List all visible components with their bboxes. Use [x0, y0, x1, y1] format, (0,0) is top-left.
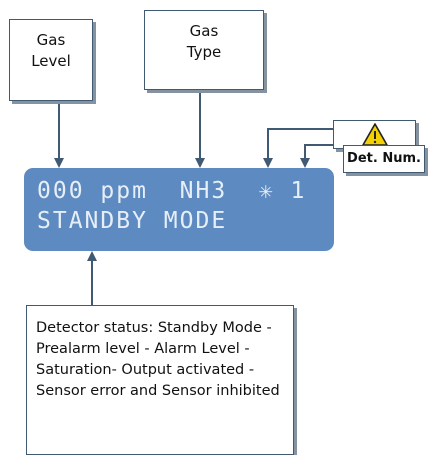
status-line-1: Detector status: Standby Mode -: [36, 320, 272, 336]
lcd-display: 000 ppm NH3 ✳ 1 STANDBY MODE: [24, 168, 334, 251]
status-line-2: Prealarm level - Alarm Level -: [36, 341, 250, 357]
status-line-4: Sensor error and Sensor inhibited: [36, 383, 280, 399]
det-num-arrow: [300, 144, 343, 168]
warning-arrow: [263, 128, 333, 168]
status-line-3: Saturation- Output activated -: [36, 362, 255, 378]
gas-level-label-line-1: Gas: [36, 31, 66, 49]
detector-number-label: Det. Num.: [347, 151, 421, 166]
lcd-line-2: STANDBY MODE: [37, 208, 228, 234]
detector-status-box: Detector status: Standby Mode - Prealarm…: [26, 305, 294, 455]
gas-level-label-line-2: Level: [31, 52, 71, 70]
gas-type-label-line-1: Gas: [189, 22, 219, 40]
gas-type-label-line-2: Type: [186, 43, 222, 61]
gas-type-label-box: Gas Type: [144, 10, 264, 90]
gas-level-label-box: Gas Level: [9, 19, 93, 101]
detector-number-label-box: Det. Num.: [343, 145, 425, 173]
warning-label-box: [333, 120, 416, 149]
lcd-line-1: 000 ppm NH3 ✳ 1: [37, 178, 307, 204]
